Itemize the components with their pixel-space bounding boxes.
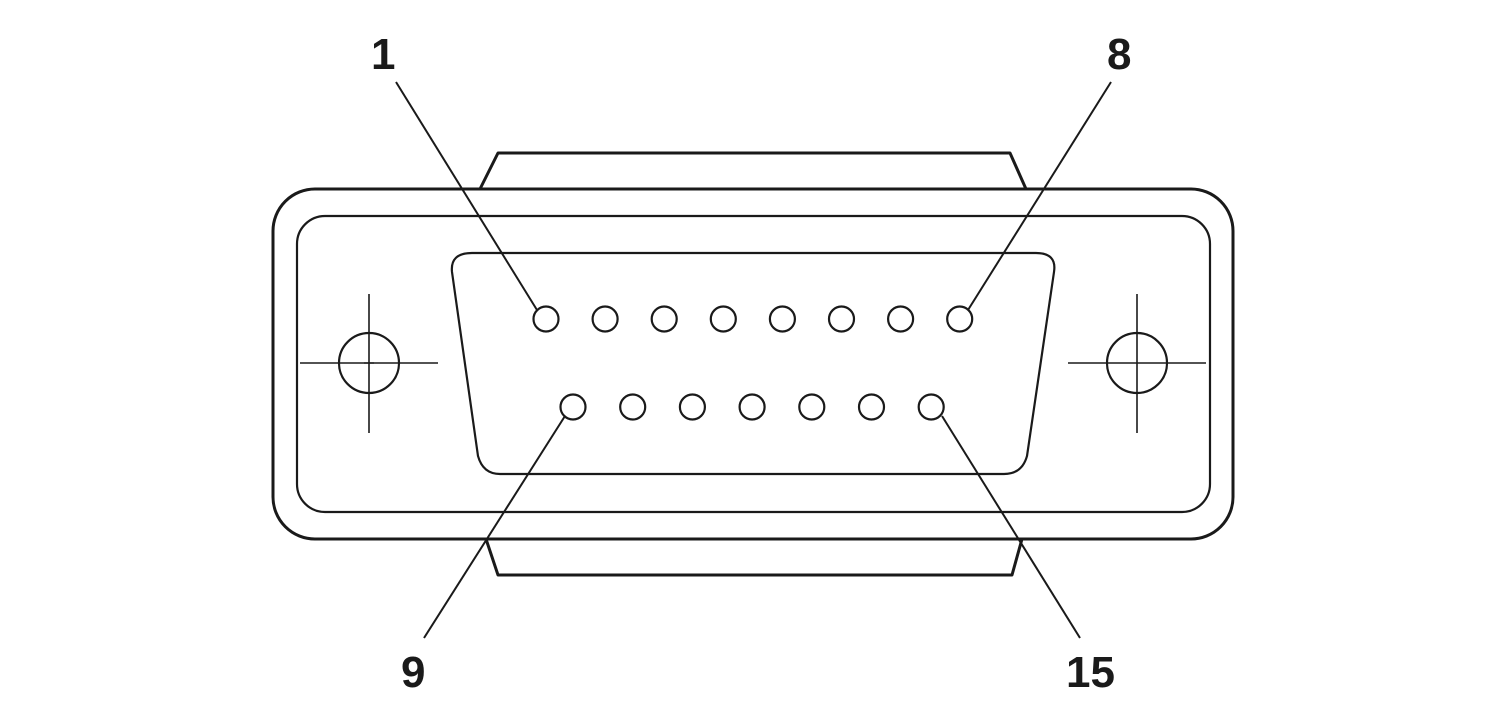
pin-2 (591, 305, 619, 333)
bottom-clamp (484, 538, 1024, 577)
pin-6 (827, 305, 856, 333)
leader-pin-9 (423, 415, 566, 639)
pin-15 (917, 393, 945, 421)
d-shaped-insulator (450, 251, 1056, 476)
pin-14 (857, 393, 886, 421)
top-clamp (478, 151, 1028, 190)
leader-pin-1 (395, 81, 538, 311)
pin-5 (768, 305, 797, 333)
leader-pin-8 (967, 81, 1112, 311)
pin-3 (650, 305, 678, 333)
pin-1-label: 1 (371, 30, 395, 79)
inner-flange (295, 214, 1212, 514)
left-mounting-hole (300, 294, 438, 433)
pin-12 (738, 393, 766, 421)
pin-4 (709, 305, 737, 333)
pin-13 (798, 393, 826, 421)
outer-shell (271, 187, 1235, 541)
pin-10 (619, 393, 647, 421)
leader-pin-15 (941, 415, 1081, 639)
pin-7 (886, 305, 915, 333)
top-pin-row (532, 305, 974, 333)
right-mounting-hole (1068, 294, 1206, 433)
pin-9-label: 9 (401, 648, 425, 697)
pin-1 (532, 305, 560, 333)
pin-15-label: 15 (1066, 648, 1115, 697)
bottom-pin-row (559, 393, 945, 421)
leader-lines (395, 81, 1112, 639)
pin-9 (559, 393, 587, 421)
pin-11 (678, 393, 707, 421)
pin-8 (946, 305, 974, 333)
pin-8-label: 8 (1107, 30, 1131, 79)
